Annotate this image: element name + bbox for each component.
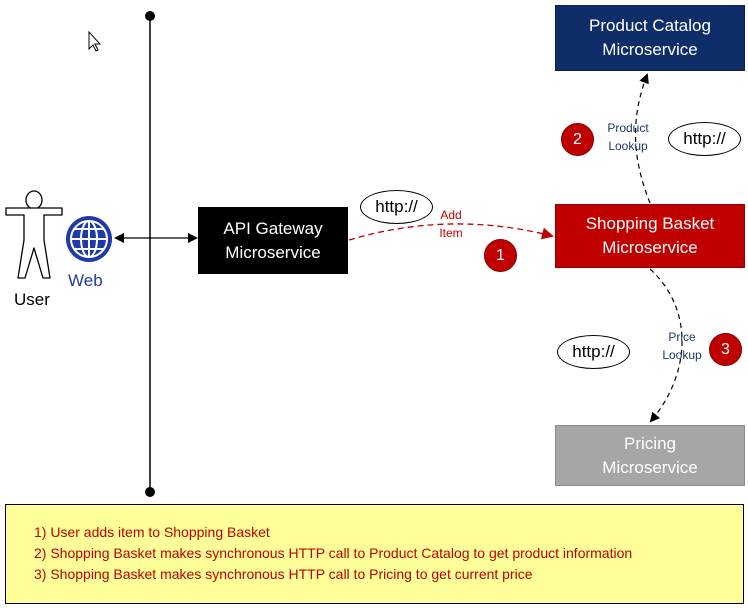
flow-label-line: Item: [439, 226, 463, 240]
service-kind: Microservice: [602, 40, 698, 59]
service-name: API Gateway: [223, 218, 323, 238]
flow-label-line: Lookup: [608, 139, 648, 153]
flow-label-line: Price: [668, 330, 696, 344]
add-item-label: Add Item: [434, 206, 468, 242]
service-name: Pricing: [624, 433, 676, 453]
user-figure-icon: [5, 190, 63, 279]
http-bubble-product-lookup: http://: [668, 122, 741, 156]
http-bubble-price-lookup: http://: [557, 335, 630, 369]
flow-label-line: Lookup: [662, 348, 702, 362]
product-lookup-label: Product Lookup: [600, 119, 656, 155]
service-name: Shopping Basket: [585, 214, 715, 233]
globe-icon: [66, 216, 112, 262]
product-catalog-service: Product Catalog Microservice: [555, 5, 745, 71]
http-bubble-add-item: http://: [360, 190, 433, 224]
step-badge-1: 1: [484, 239, 517, 272]
step-badge-2: 2: [561, 123, 594, 156]
shopping-basket-service: Shopping Basket Microservice: [555, 204, 745, 268]
notes-box: 1) User adds item to Shopping Basket 2) …: [5, 504, 744, 604]
price-lookup-arrow: [649, 268, 683, 423]
service-kind: Microservice: [602, 457, 698, 477]
note-line: 2) Shopping Basket makes synchronous HTT…: [34, 545, 633, 561]
flow-label-line: Product: [607, 121, 649, 135]
user-label: User: [14, 290, 50, 309]
web-label: Web: [68, 271, 103, 290]
add-item-arrow: [348, 223, 554, 241]
product-lookup-arrow: [634, 73, 651, 204]
boundary-bottom-dot: [145, 487, 155, 497]
step-badge-3: 3: [709, 333, 742, 366]
service-name: Product Catalog: [589, 16, 711, 35]
service-kind: Microservice: [225, 242, 321, 262]
mouse-cursor-icon: [88, 30, 102, 52]
service-kind: Microservice: [602, 238, 698, 257]
api-gateway-service: API Gateway Microservice: [198, 207, 348, 274]
flow-label-line: Add: [440, 208, 462, 222]
pricing-service: Pricing Microservice: [555, 425, 745, 486]
note-line: 3) Shopping Basket makes synchronous HTT…: [34, 566, 533, 582]
note-line: 1) User adds item to Shopping Basket: [34, 524, 270, 540]
boundary-top-dot: [145, 11, 155, 21]
price-lookup-label: Price Lookup: [657, 328, 707, 364]
